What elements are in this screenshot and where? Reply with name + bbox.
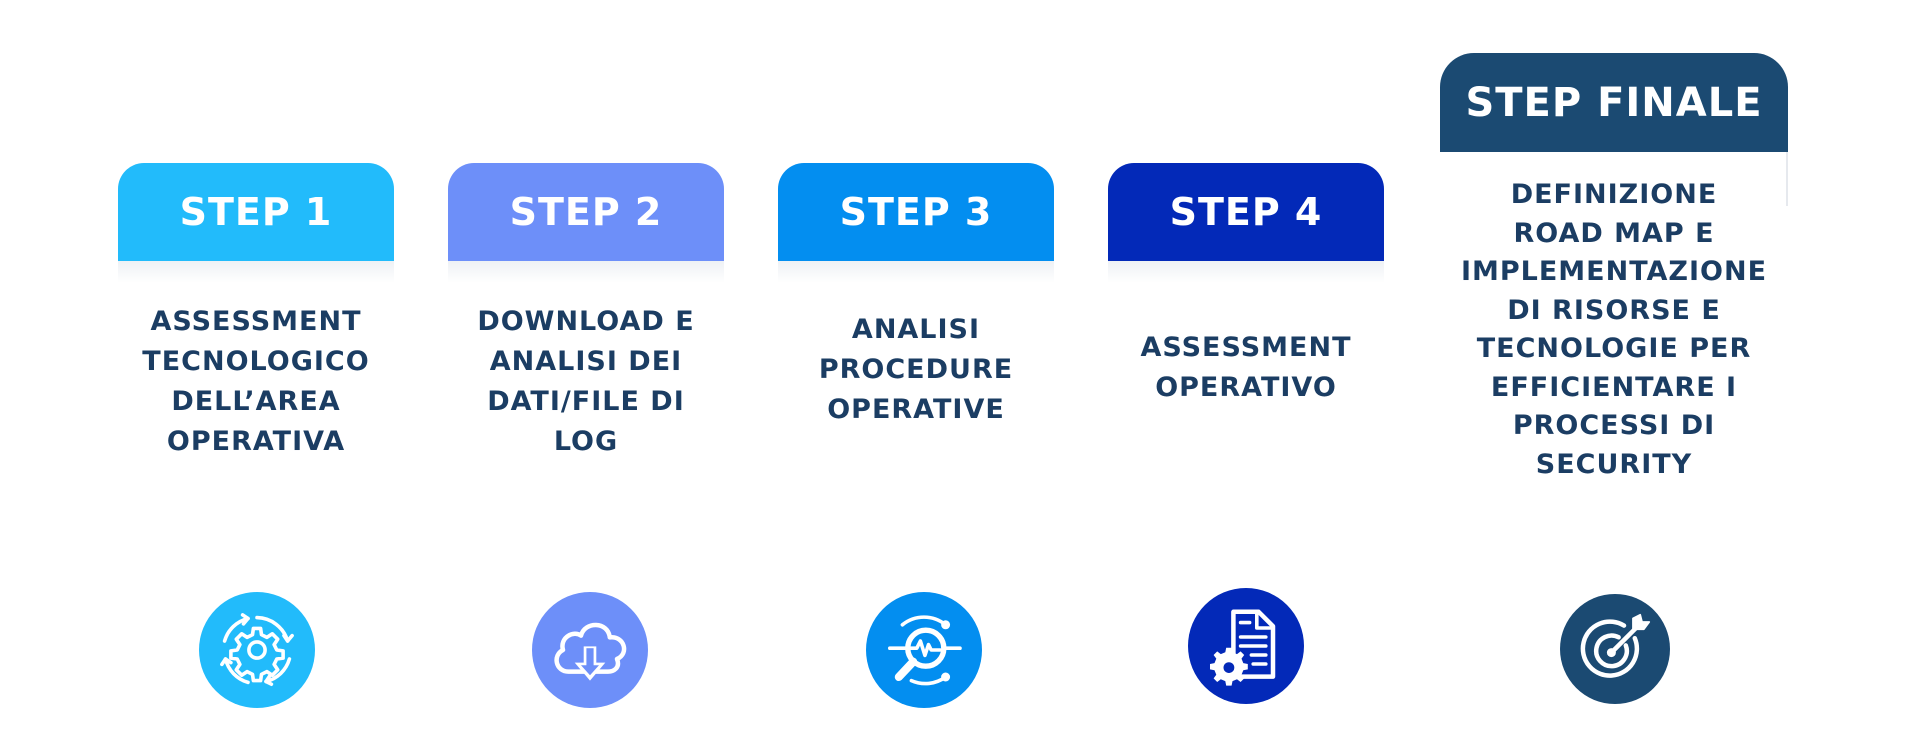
step-1-icon-circle (199, 592, 315, 708)
step-2-description-text: DOWNLOAD E ANALISI DEI DATI/FILE DI LOG (477, 306, 695, 457)
step-4-description-text: ASSESSMENT OPERATIVO (1140, 332, 1352, 403)
step-finale-right-border (1786, 152, 1788, 206)
step-finale-description-text: DEFINIZIONE ROAD MAP E IMPLEMENTAZIONE D… (1460, 179, 1768, 480)
step-3-description-text: ANALISI PROCEDURE OPERATIVE (818, 314, 1014, 425)
step-2-title: STEP 2 (509, 190, 663, 234)
step-4-header-shadow (1108, 261, 1384, 283)
step-4-title: STEP 4 (1169, 190, 1323, 234)
step-3-title: STEP 3 (839, 190, 993, 234)
step-1-description-text: ASSESSMENT TECNOLOGICO DELL’AREA OPERATI… (142, 306, 370, 457)
step-4-icon-circle (1188, 588, 1304, 704)
step-finale-icon-circle (1560, 594, 1670, 704)
step-4-header: STEP 4 (1108, 163, 1384, 261)
step-3-header: STEP 3 (778, 163, 1054, 261)
magnifier-pulse-icon (888, 615, 962, 686)
step-2-icon-circle (532, 592, 648, 708)
step-1-header-shadow (118, 261, 394, 283)
step-3-description: ANALISI PROCEDURE OPERATIVE (768, 310, 1064, 430)
step-1-header: STEP 1 (118, 163, 394, 261)
step-2-header-shadow (448, 261, 724, 283)
step-2-description: DOWNLOAD E ANALISI DEI DATI/FILE DI LOG (438, 302, 734, 462)
step-1-title: STEP 1 (179, 190, 333, 234)
target-arrow-icon (1580, 613, 1651, 678)
step-3-header-shadow (778, 261, 1054, 283)
step-3-icon-circle (866, 592, 982, 708)
step-2-header: STEP 2 (448, 163, 724, 261)
step-1-description: ASSESSMENT TECNOLOGICO DELL’AREA OPERATI… (108, 302, 404, 462)
document-gear-icon (1210, 609, 1276, 686)
step-finale-title: STEP FINALE (1465, 79, 1763, 126)
gear-cycle-icon (220, 613, 294, 686)
cloud-download-icon (554, 622, 627, 681)
step-finale-description: DEFINIZIONE ROAD MAP E IMPLEMENTAZIONE D… (1440, 176, 1788, 484)
step-4-description: ASSESSMENT OPERATIVO (1098, 328, 1394, 408)
step-finale-header: STEP FINALE (1440, 53, 1788, 152)
